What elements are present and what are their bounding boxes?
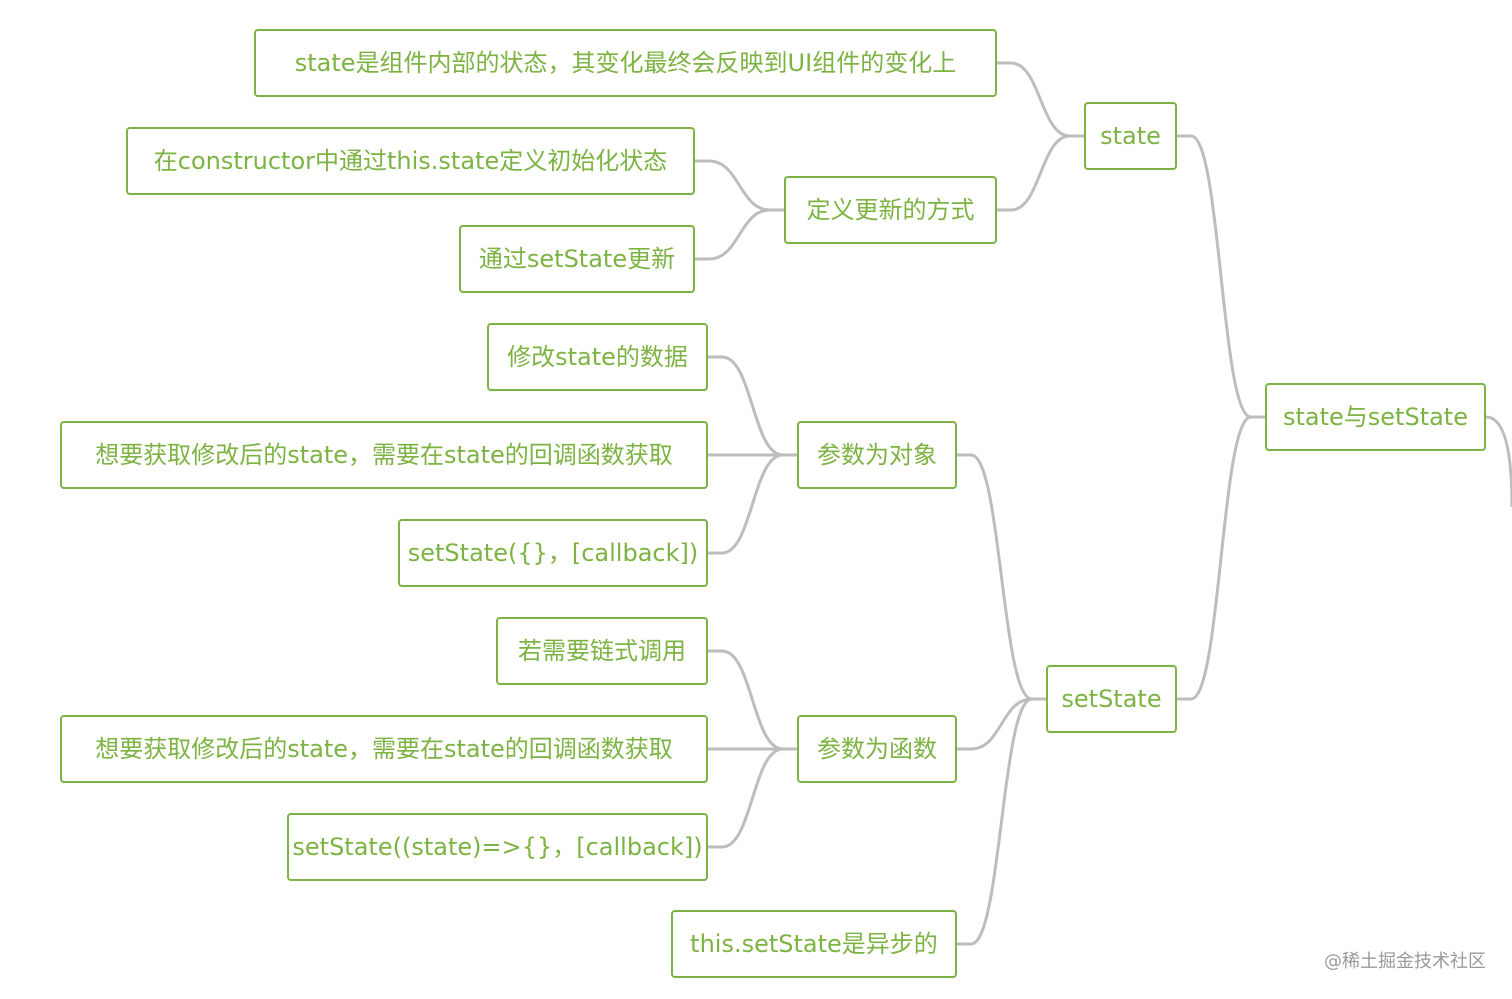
connector-root-to-state (1177, 134, 1265, 419)
node-init-in-constructor[interactable]: 在constructor中通过this.state定义初始化状态 (126, 127, 695, 195)
connector-setstate-to-async-note (957, 697, 1046, 946)
node-state[interactable]: state (1084, 102, 1177, 170)
connector-setstate-to-function-param (957, 697, 1046, 751)
connector-state-to-state-description (997, 61, 1084, 138)
node-function-get-updated-state[interactable]: 想要获取修改后的state，需要在state的回调函数获取 (60, 715, 708, 783)
connector-root-to-setstate (1177, 415, 1265, 701)
connector-state-to-define-update (997, 134, 1084, 212)
connector-define-update-to-init-in-constructor (695, 159, 784, 212)
node-object-signature[interactable]: setState({}，[callback]) (398, 519, 708, 587)
node-root[interactable]: state与setState (1265, 383, 1486, 451)
node-chain-call[interactable]: 若需要链式调用 (496, 617, 708, 685)
node-object-param[interactable]: 参数为对象 (797, 421, 957, 489)
node-update-via-setstate[interactable]: 通过setState更新 (459, 225, 695, 293)
node-async-note[interactable]: this.setState是异步的 (671, 910, 957, 978)
node-define-update[interactable]: 定义更新的方式 (784, 176, 997, 244)
node-state-description[interactable]: state是组件内部的状态，其变化最终会反映到UI组件的变化上 (254, 29, 997, 97)
node-function-signature[interactable]: setState((state)=>{}，[callback]) (287, 813, 708, 881)
connector-root-offscreen (1485, 415, 1512, 508)
connector-function-param-to-chain-call (708, 649, 797, 751)
node-modify-state-data[interactable]: 修改state的数据 (487, 323, 708, 391)
connector-setstate-to-object-param (957, 453, 1046, 701)
node-function-param[interactable]: 参数为函数 (797, 715, 957, 783)
connector-function-param-to-function-signature (708, 747, 797, 849)
node-setstate[interactable]: setState (1046, 665, 1177, 733)
connector-define-update-to-update-via-setstate (695, 208, 784, 261)
connector-object-param-to-object-signature (708, 453, 797, 555)
node-object-get-updated-state[interactable]: 想要获取修改后的state，需要在state的回调函数获取 (60, 421, 708, 489)
connector-object-param-to-modify-state-data (708, 355, 797, 457)
watermark: @稀土掘金技术社区 (1324, 951, 1486, 972)
